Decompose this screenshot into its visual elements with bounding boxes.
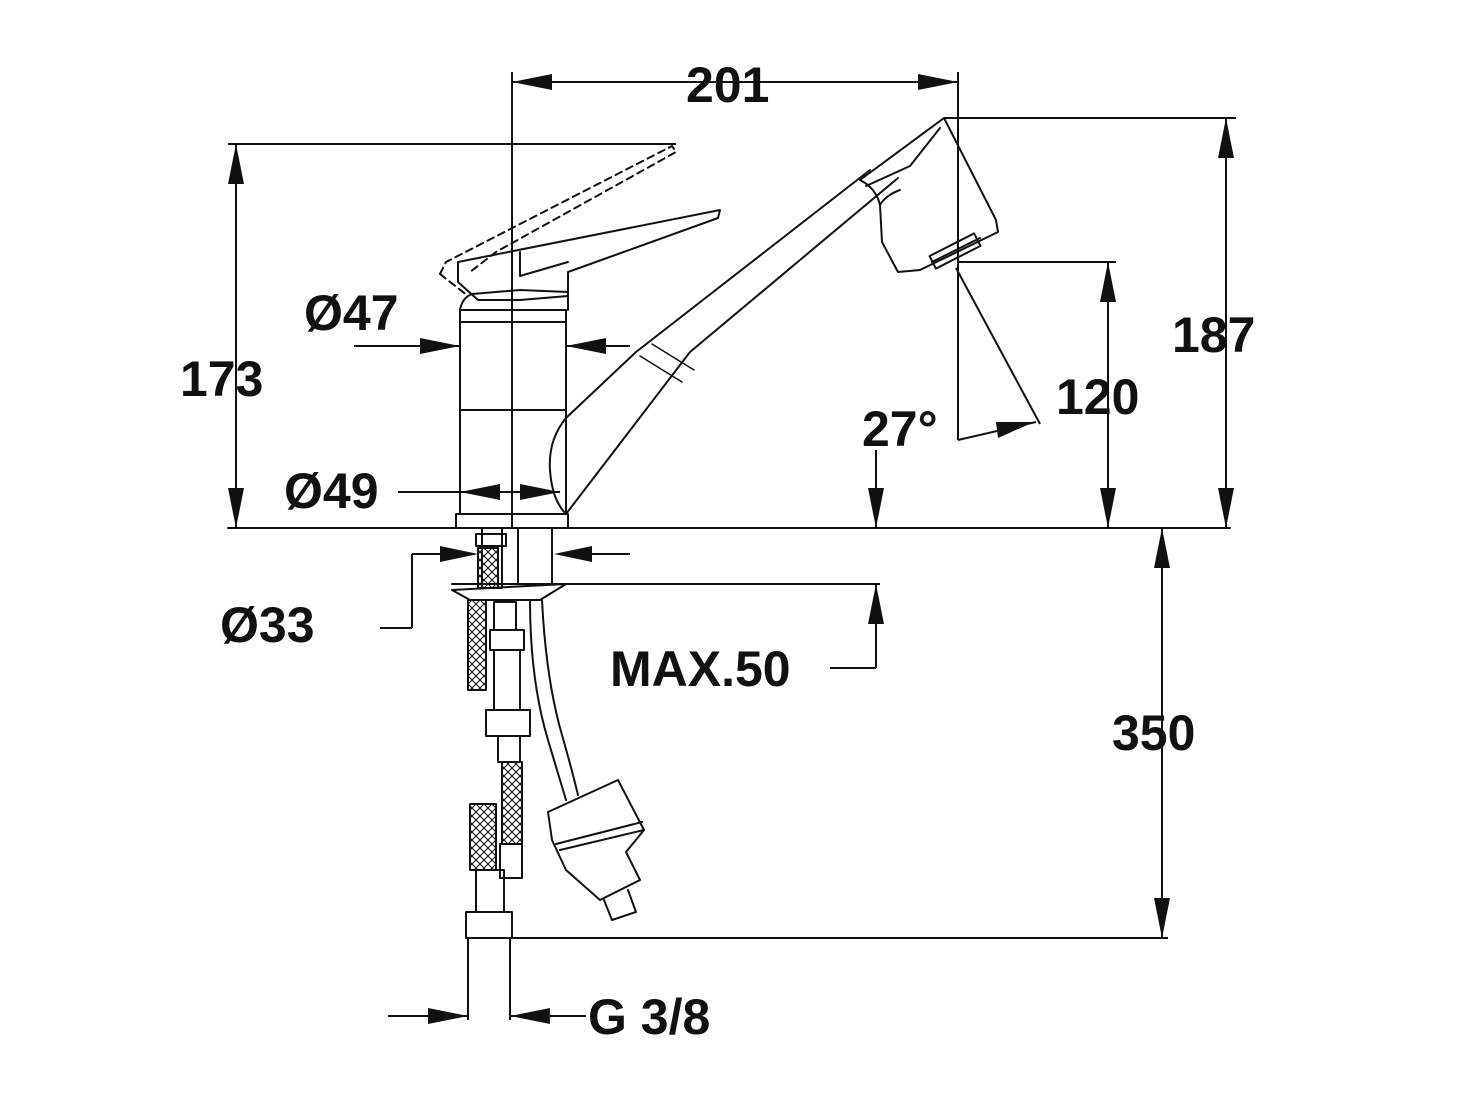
lever-raised-dashed	[439, 145, 677, 297]
dimension-connection-thread: G 3/8	[588, 989, 711, 1045]
hose-weight	[547, 779, 645, 901]
dimension-hose-length: 350	[1112, 705, 1196, 761]
dimension-shank-diameter: Ø33	[220, 597, 315, 653]
lever-handle	[457, 209, 721, 297]
spray-head	[859, 117, 999, 273]
spout-lower-edge	[565, 351, 691, 515]
dimension-arrows	[228, 74, 1234, 1024]
spout-upper-edge	[565, 351, 637, 419]
faucet-body	[439, 117, 999, 529]
dimension-max-deck-thickness: MAX.50	[610, 641, 791, 697]
dimension-total-height: 187	[1172, 307, 1256, 363]
dimension-outlet-height: 120	[1056, 369, 1140, 425]
dimension-base-diameter: Ø49	[284, 463, 379, 519]
pull-out-hose	[529, 599, 567, 801]
dimension-lever-height: 173	[180, 351, 264, 407]
dimension-body-diameter: Ø47	[304, 285, 399, 341]
dimension-spray-angle: 27°	[862, 401, 938, 457]
dimension-lines	[228, 72, 1236, 1020]
dimension-spout-reach: 201	[686, 57, 770, 113]
shank-and-hoses	[451, 527, 645, 939]
